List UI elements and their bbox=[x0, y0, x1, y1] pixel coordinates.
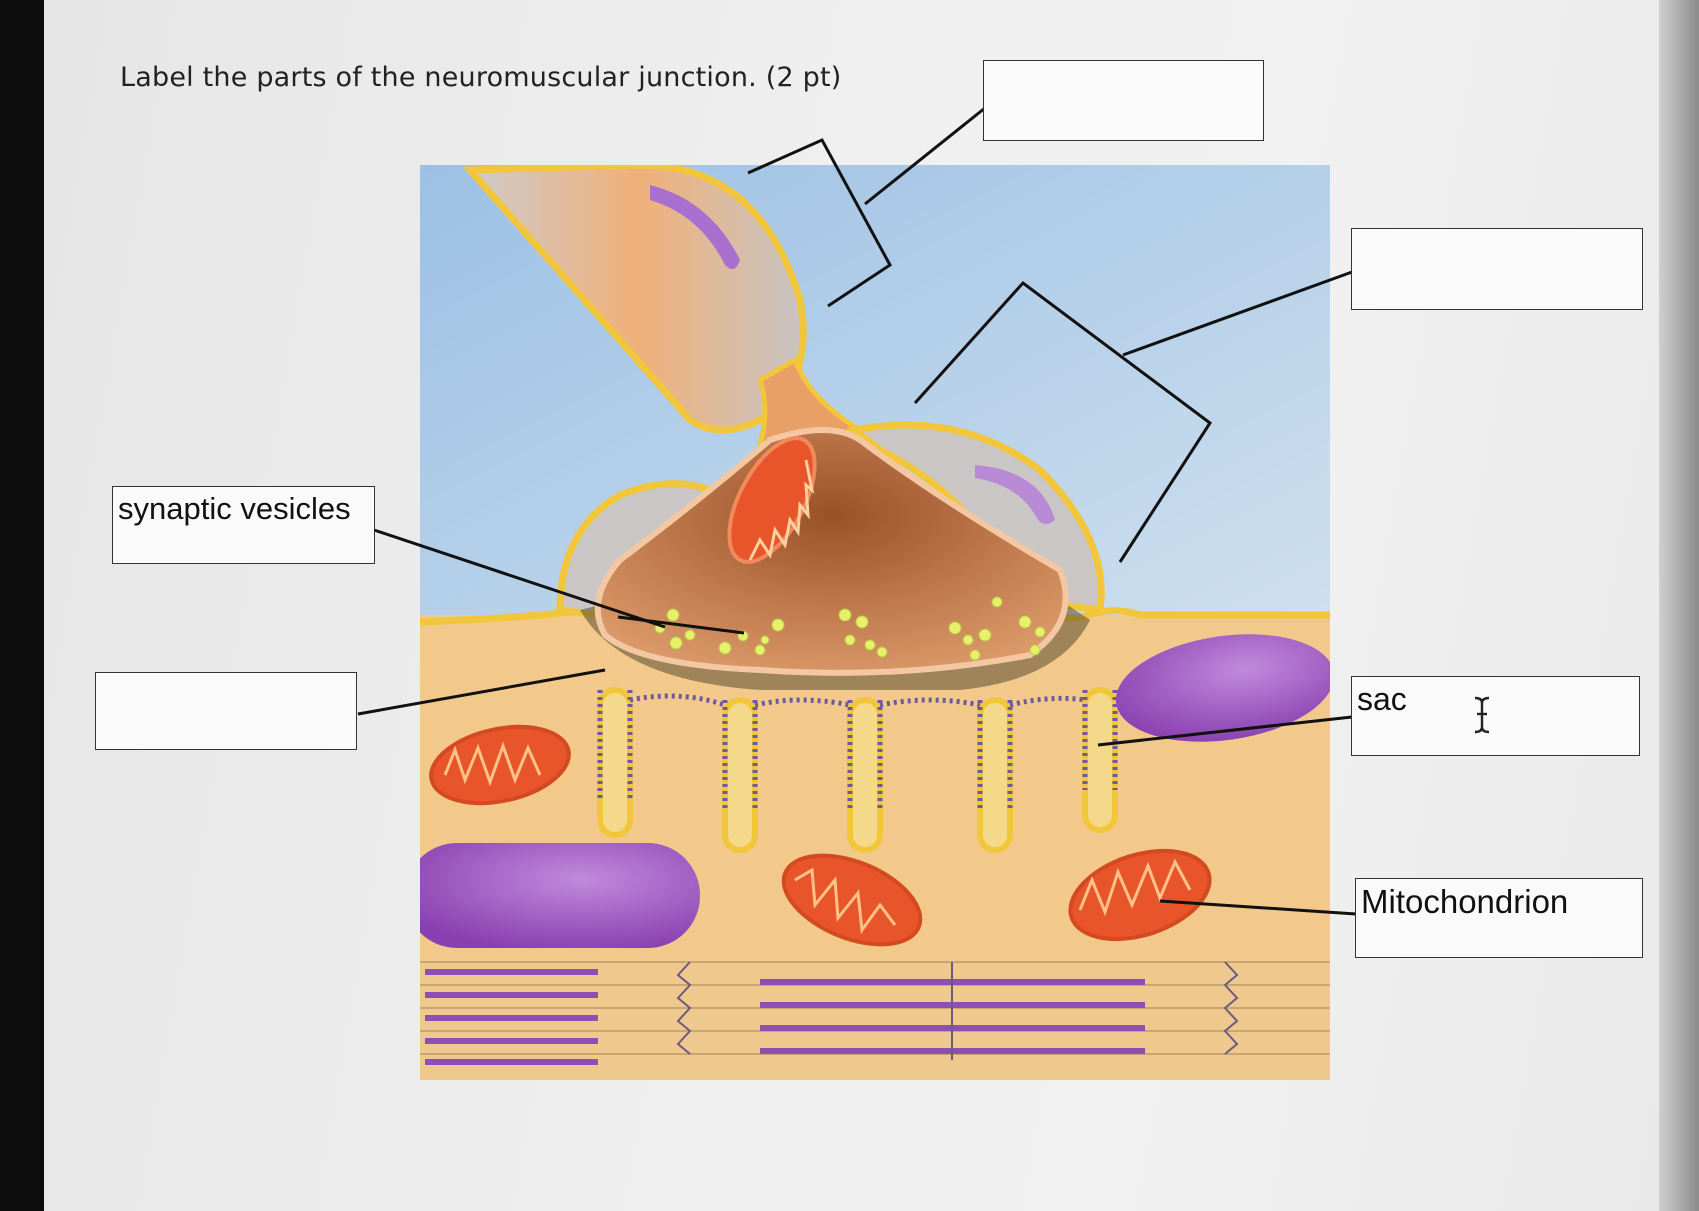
bracket-top bbox=[747, 138, 892, 308]
myofibrils bbox=[420, 960, 1330, 1080]
leader-synaptic-vesicles-tip bbox=[617, 615, 745, 635]
axon-terminal bbox=[594, 427, 1069, 676]
label-box-synaptic-vesicles[interactable]: synaptic vesicles bbox=[112, 486, 375, 564]
question-text: Label the parts of the neuromuscular jun… bbox=[120, 62, 842, 93]
bracket-upper-right bbox=[913, 280, 1213, 563]
muscle-mitochondrion-center bbox=[781, 853, 923, 947]
synaptic-vesicle-cluster bbox=[654, 596, 1046, 661]
text-cursor-icon bbox=[1474, 696, 1490, 734]
label-box-left-blank[interactable] bbox=[95, 672, 357, 750]
leader-lines bbox=[357, 106, 1357, 916]
schwann-nucleus-right bbox=[975, 465, 1055, 524]
label-box-top[interactable] bbox=[983, 60, 1264, 141]
muscle-mitochondrion-right bbox=[1068, 848, 1212, 942]
muscle-nucleus-right bbox=[1115, 634, 1330, 742]
leader-synaptic-vesicles bbox=[373, 528, 666, 629]
leader-mitochondrion bbox=[1159, 899, 1357, 916]
muscle-nucleus-left bbox=[420, 843, 700, 948]
label-box-upper-right[interactable] bbox=[1351, 228, 1643, 310]
leader-left-blank bbox=[357, 668, 606, 716]
junctional-folds bbox=[597, 687, 1118, 853]
leader-upper-right bbox=[1122, 270, 1353, 357]
leader-top bbox=[864, 106, 986, 206]
monitor-edge bbox=[1659, 0, 1699, 1211]
label-box-mitochondrion[interactable]: Mitochondrion bbox=[1355, 878, 1643, 958]
muscle-mitochondrion-left bbox=[429, 724, 571, 806]
acetylcholine-receptors bbox=[597, 690, 1118, 810]
label-box-sac[interactable]: sac bbox=[1351, 676, 1640, 756]
leader-sac bbox=[1097, 715, 1353, 747]
schwann-nucleus bbox=[650, 185, 740, 269]
terminal-mitochondrion bbox=[727, 436, 817, 564]
